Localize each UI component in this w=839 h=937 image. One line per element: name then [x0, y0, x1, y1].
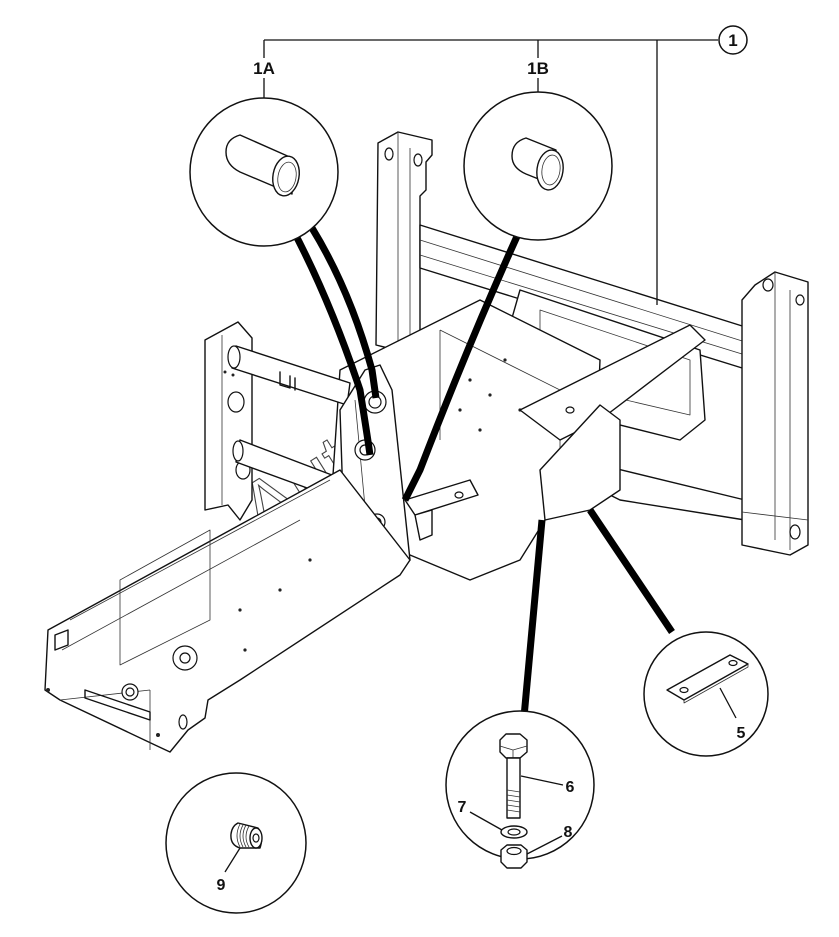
detail-bubble-1a: [189, 97, 339, 247]
leader-1a-b: [309, 226, 380, 399]
bushing-1a-icon: [225, 134, 300, 197]
label-1: 1: [728, 31, 737, 50]
detail-bubble-9: 9: [165, 772, 307, 914]
main-frame-body: [44, 299, 706, 753]
bushing-1b-icon: [511, 137, 564, 191]
leader-1a-a: [288, 226, 374, 456]
bolt-icon: [499, 733, 528, 819]
label-1b: 1B: [527, 59, 549, 78]
nut-icon: [500, 844, 528, 869]
plate-icon: [666, 654, 749, 704]
detail-bubble-6-7-8: 6 7 8: [445, 710, 595, 869]
threaded-plug-icon: [230, 822, 263, 849]
label-7: 7: [458, 799, 467, 816]
callout-tree-1: [263, 39, 718, 305]
detail-bubble-1b: [463, 91, 613, 241]
label-5: 5: [737, 725, 746, 742]
label-9: 9: [217, 877, 226, 894]
label-8: 8: [564, 824, 573, 841]
label-1a: 1A: [253, 59, 275, 78]
callout-1: 1: [718, 25, 748, 55]
label-6: 6: [566, 779, 575, 796]
leader-1b: [401, 230, 523, 502]
leader-6-8: [520, 519, 546, 718]
callout-circle-1: [718, 25, 748, 55]
rear-right-upright: [741, 271, 809, 556]
washer-icon: [500, 825, 528, 839]
detail-bubble-5: 5: [643, 631, 769, 757]
leader-5: [587, 508, 675, 634]
